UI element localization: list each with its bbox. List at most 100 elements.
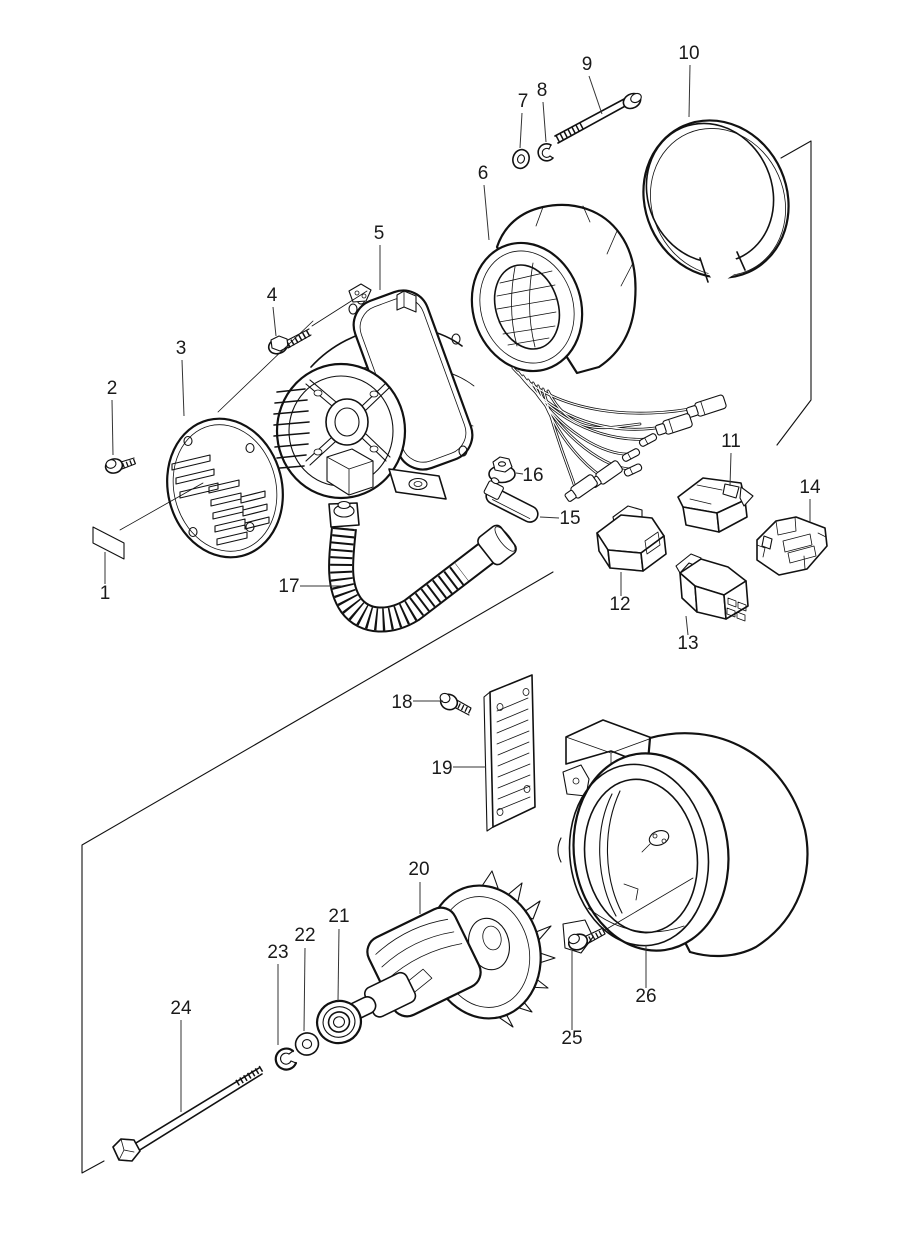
callout-6: 6 [478, 163, 490, 241]
callout-label-12: 12 [609, 594, 630, 615]
assembly-line-screw4 [311, 290, 368, 327]
part-22-washer [294, 1032, 320, 1056]
callout-20: 20 [408, 859, 430, 914]
callout-leader-22 [303, 947, 306, 1032]
callout-25: 25 [561, 951, 583, 1049]
callout-12: 12 [609, 572, 631, 615]
callout-leader-2 [111, 399, 114, 456]
callout-leader-10 [688, 64, 691, 118]
callout-label-14: 14 [799, 477, 821, 498]
callout-17: 17 [278, 576, 342, 597]
part-24-bolt [112, 1064, 266, 1162]
part-8-lock-washer [537, 143, 554, 162]
callout-label-20: 20 [408, 859, 429, 880]
part-5-motor-housing [273, 283, 475, 500]
part-10-ring [642, 119, 790, 286]
callout-label-9: 9 [582, 54, 593, 75]
callout-leader-8 [542, 101, 547, 143]
callout-leader-4 [272, 306, 277, 337]
assembly-line-screw25 [604, 877, 694, 931]
part-11-connector [677, 477, 754, 533]
callout-label-18: 18 [391, 692, 412, 713]
callout-10: 10 [678, 43, 700, 118]
callout-label-24: 24 [170, 998, 192, 1019]
callout-label-11: 11 [721, 431, 741, 452]
part-6-lead-wires [511, 366, 727, 502]
callout-leader-13 [685, 615, 689, 636]
callout-label-10: 10 [678, 43, 699, 64]
section-border-lines [81, 140, 812, 1174]
part-20-armature [345, 870, 556, 1028]
wire-terminal [638, 433, 658, 447]
part-3-cover-plate [166, 417, 284, 559]
callout-8: 8 [537, 80, 548, 143]
callout-19: 19 [431, 758, 486, 779]
callout-26: 26 [635, 945, 657, 1007]
callout-leader-6 [483, 184, 490, 241]
part-1-name-plate [92, 526, 125, 560]
part-16-nut [488, 456, 516, 484]
callout-9: 9 [582, 54, 603, 115]
part-2-screw [104, 457, 137, 474]
callout-label-16: 16 [522, 465, 543, 486]
callout-label-17: 17 [278, 576, 299, 597]
part-17-hose [328, 500, 517, 633]
callout-leader-11 [729, 452, 732, 487]
assembly-lines-plates [119, 320, 314, 531]
callout-label-19: 19 [431, 758, 452, 779]
callout-13: 13 [677, 615, 699, 654]
wire-terminal [686, 394, 727, 418]
part-13-connector [675, 553, 749, 622]
callout-5: 5 [374, 223, 385, 290]
callout-leader-21 [337, 928, 340, 1002]
callout-22: 22 [294, 925, 316, 1032]
part-19-baffle-plate [483, 674, 536, 832]
wire-terminal [621, 448, 641, 462]
callout-label-7: 7 [518, 91, 529, 112]
callout-18: 18 [391, 692, 443, 713]
part-21-bearing [315, 999, 363, 1045]
callout-label-1: 1 [100, 583, 111, 604]
wire-terminal [655, 413, 693, 436]
wire-terminal [623, 463, 643, 477]
callout-label-21: 21 [328, 906, 349, 927]
callout-label-5: 5 [374, 223, 385, 244]
callout-label-3: 3 [176, 338, 187, 359]
callout-label-2: 2 [107, 378, 118, 399]
callout-label-6: 6 [478, 163, 489, 184]
part-12-connector-holder [596, 505, 667, 572]
callout-2: 2 [107, 378, 118, 456]
callout-leader-16 [515, 472, 524, 475]
callout-23: 23 [267, 942, 289, 1045]
callout-label-13: 13 [677, 633, 698, 654]
part-26-fan-housing [557, 719, 809, 958]
part-25-screw [567, 927, 607, 951]
callout-16: 16 [515, 465, 544, 486]
part-9-bolt [554, 92, 642, 144]
callout-leader-7 [519, 112, 523, 149]
callout-label-4: 4 [267, 285, 278, 306]
callout-24: 24 [170, 998, 192, 1112]
callout-leader-3 [181, 359, 185, 417]
callout-1: 1 [100, 552, 111, 604]
part-6-field-stator [470, 203, 637, 375]
callout-label-15: 15 [559, 508, 580, 529]
part-4-screw [267, 328, 313, 355]
part-14-connector-holder [756, 516, 828, 576]
callout-leader-15 [539, 516, 560, 519]
part-15-clip [483, 477, 539, 523]
callout-15: 15 [539, 508, 581, 529]
callout-3: 3 [176, 338, 187, 417]
part-18-screw [439, 692, 474, 716]
callout-label-25: 25 [561, 1028, 582, 1049]
callout-21: 21 [328, 906, 350, 1002]
wire-terminal [564, 474, 598, 502]
callout-label-23: 23 [267, 942, 288, 963]
callout-14: 14 [799, 477, 821, 522]
callout-7: 7 [518, 91, 529, 149]
callout-11: 11 [721, 431, 741, 487]
callout-label-8: 8 [537, 80, 548, 101]
callout-leader-9 [588, 75, 603, 115]
